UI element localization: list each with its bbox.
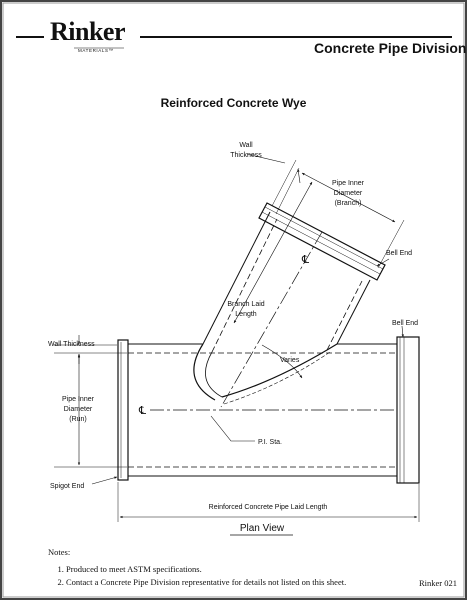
run-diameter-label-2: Diameter: [64, 406, 93, 413]
wall-thickness-top-label-2: Thickness: [230, 152, 262, 159]
intersection-curve-right: [221, 343, 338, 398]
intersection-curve-outer: [193, 343, 216, 401]
run-diameter-label-3: (Run): [69, 416, 87, 423]
varies-arc: [261, 344, 303, 379]
intersection-curve-inner: [205, 351, 223, 398]
spigot-end: [117, 339, 129, 481]
bell-end-run-leader: [401, 325, 404, 338]
run-diameter-label-1: Pipe Inner: [62, 396, 95, 403]
drawing-title: Reinforced Concrete Wye: [160, 96, 307, 110]
branch-bell-end: [258, 202, 386, 281]
wall-thickness-top-label-1: Wall: [239, 142, 253, 149]
ext-line: [271, 159, 297, 207]
spigot-end-leader: [91, 476, 118, 485]
note-item: Contact a Concrete Pipe Division represe…: [66, 576, 458, 589]
branch-diameter-label-3: (Branch): [335, 200, 362, 207]
bell-end-branch-leader: [376, 258, 390, 267]
branch-bell-line: [261, 211, 381, 275]
run-centerline-symbol: ℄: [138, 405, 146, 417]
spigot-end-label: Spigot End: [50, 483, 84, 490]
division-title: Concrete Pipe Division: [314, 40, 467, 56]
rinker-logo: Rinker: [50, 17, 126, 46]
sheet-number: Rinker 021: [419, 578, 458, 588]
ext-line: [275, 167, 300, 215]
wall-thickness-left-label: Wall Thickness: [48, 341, 95, 348]
wall-leader-arrow: [297, 168, 301, 184]
branch-diameter-dimension: [301, 172, 396, 223]
pi-sta-leader: [210, 415, 255, 442]
branch-outer-left: [202, 211, 271, 345]
branch-inner-left: [211, 218, 278, 353]
branch-outer-right: [336, 279, 371, 345]
branch-laid-length-dimension: [233, 181, 313, 324]
branch-inner-right: [326, 280, 363, 351]
intersection-curve-hidden: [223, 351, 331, 405]
rinker-logo-subtitle: MATERIALS™: [78, 48, 114, 53]
branch-diameter-label-1: Pipe Inner: [332, 180, 365, 187]
notes-heading: Notes:: [48, 547, 71, 557]
plan-view-label: Plan View: [240, 523, 285, 534]
wall-leader: [246, 153, 286, 164]
notes-list: Produced to meet ASTM specifications. Co…: [48, 563, 458, 589]
branch-laid-length-label-2: Length: [235, 311, 257, 318]
laid-length-label: Reinforced Concrete Pipe Laid Length: [209, 504, 328, 511]
bell-end-run-label: Bell End: [392, 320, 418, 327]
notes-section: Notes: Produced to meet ASTM specificati…: [48, 547, 458, 589]
branch-centerline-symbol: ℄: [301, 254, 309, 266]
pi-sta-label: P.I. Sta.: [258, 439, 282, 446]
note-item: Produced to meet ASTM specifications.: [66, 563, 458, 576]
varies-label: Varies: [280, 357, 300, 364]
bell-end-branch-label: Bell End: [386, 250, 412, 257]
run-bell-end: [396, 336, 420, 484]
branch-diameter-label-2: Diameter: [334, 190, 363, 197]
ext-line: [377, 219, 405, 269]
branch-laid-length-label-1: Branch Laid: [227, 301, 264, 308]
branch-bell-line: [264, 206, 384, 270]
